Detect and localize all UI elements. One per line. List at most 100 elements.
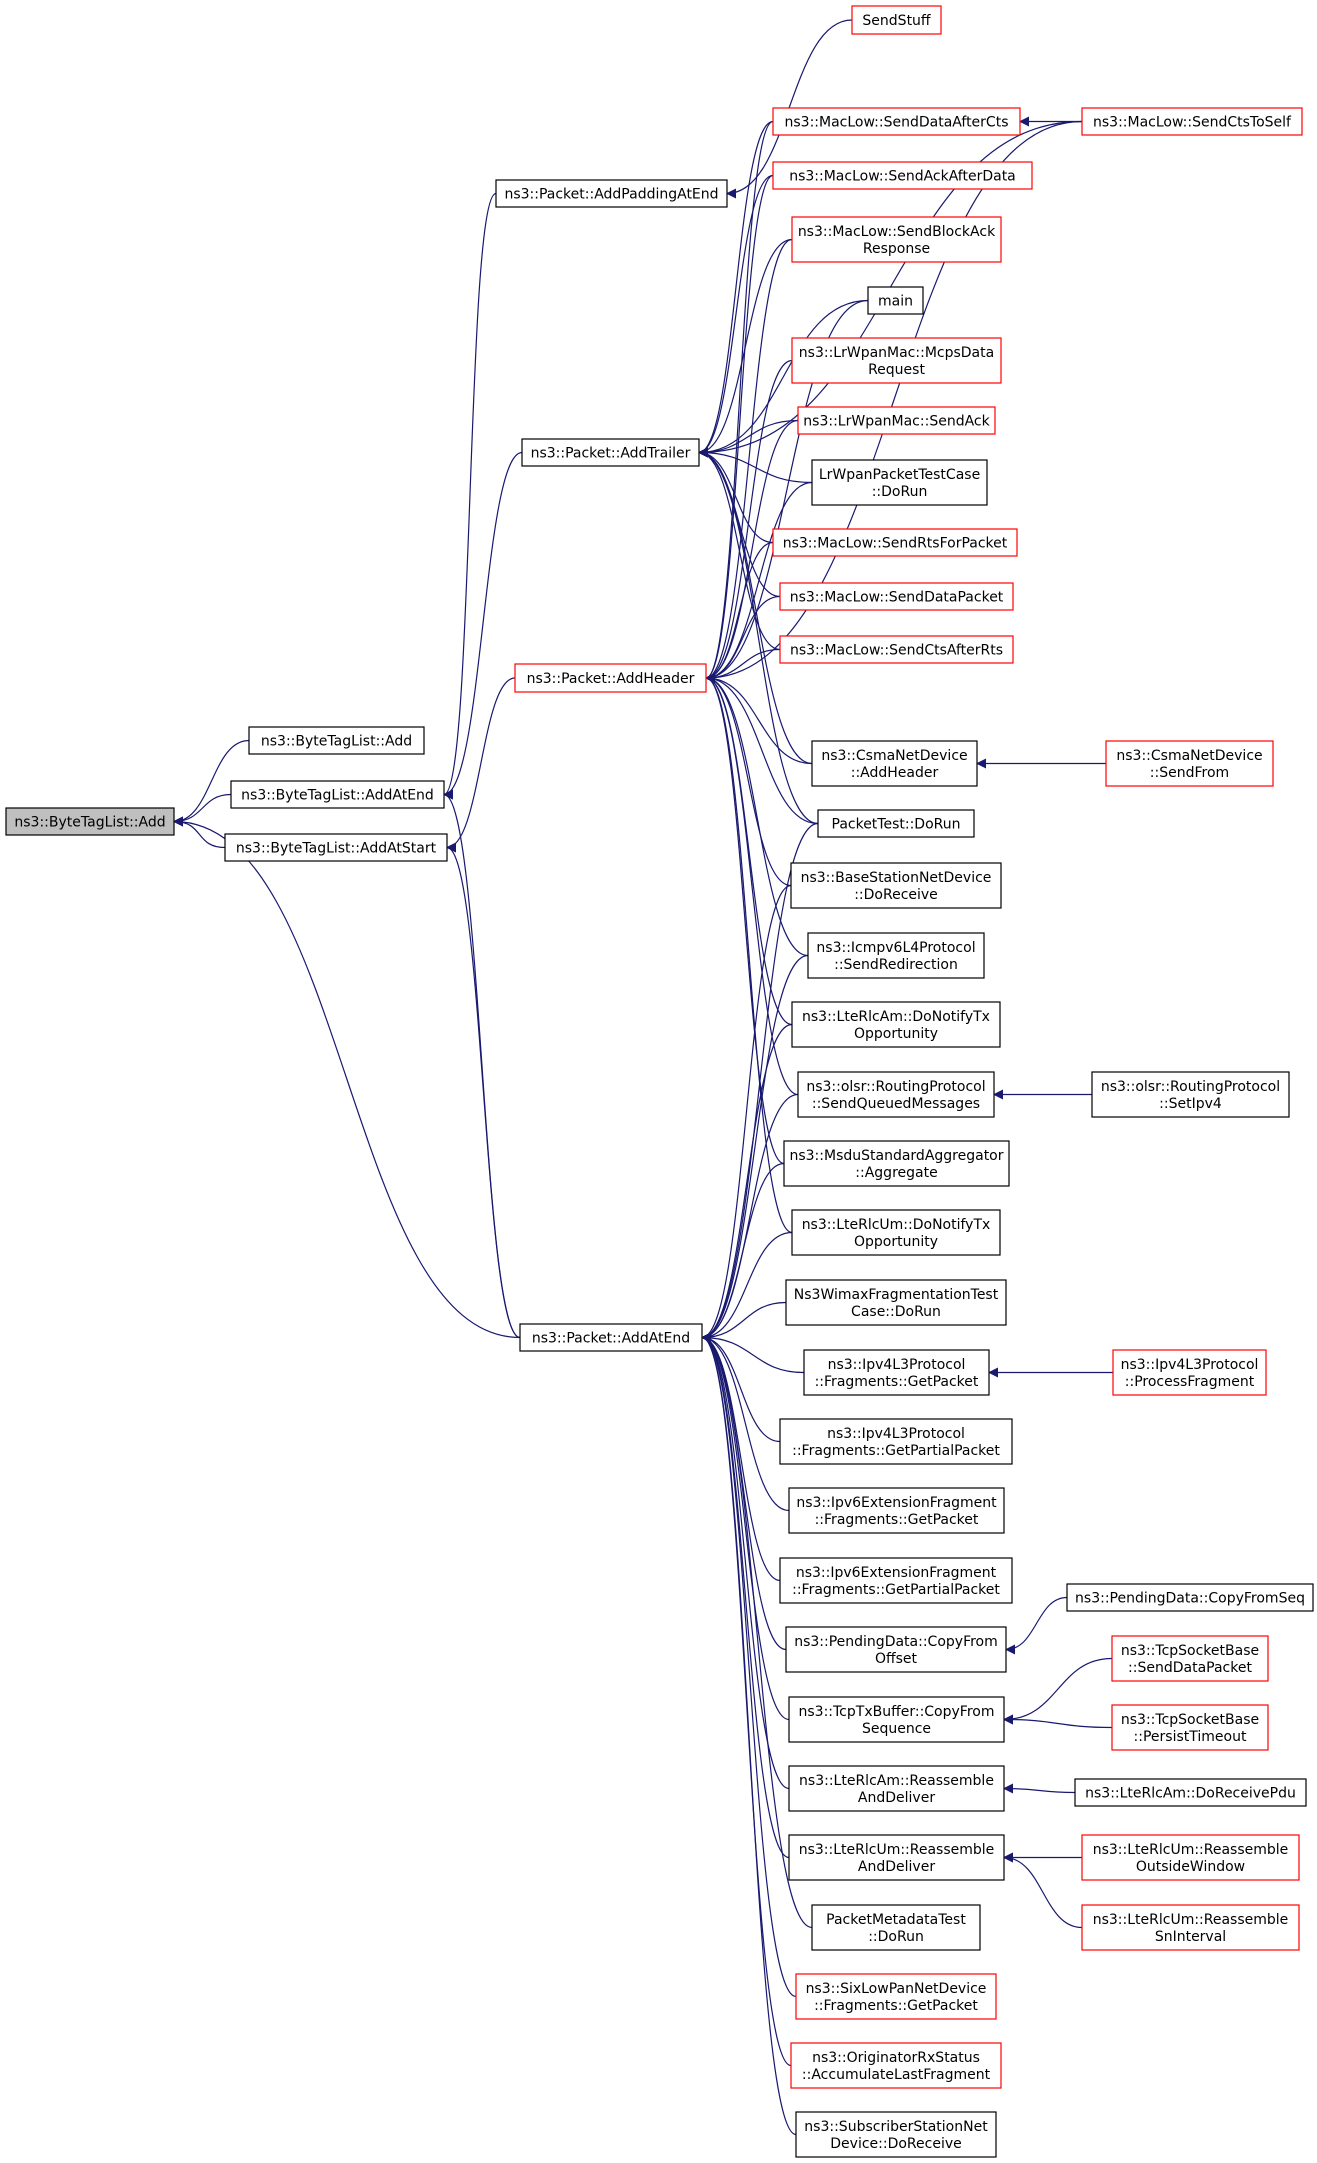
node-label-line: ::PersistTimeout bbox=[1134, 1729, 1247, 1745]
node-pm_test[interactable]: PacketMetadataTest::DoRun bbox=[811, 1904, 981, 1951]
edge-rlcum_notify-to-p_addheader bbox=[705, 673, 793, 1234]
node-box bbox=[788, 1765, 1005, 1812]
node-main[interactable]: main bbox=[867, 286, 924, 315]
node-ml_sendctsafterrts[interactable]: ns3::MacLow::SendCtsAfterRts bbox=[779, 635, 1014, 664]
node-p_addtrailer[interactable]: ns3::Packet::AddTrailer bbox=[521, 438, 700, 467]
node-label-line: ::AccumulateLastFragment bbox=[802, 2067, 991, 2083]
node-box bbox=[788, 1696, 1005, 1743]
node-box bbox=[803, 1349, 990, 1396]
node-label-line: ns3::LrWpanMac::SendAck bbox=[803, 414, 990, 430]
node-p_addatend[interactable]: ns3::Packet::AddAtEnd bbox=[519, 1323, 703, 1352]
node-label-line: ns3::LteRlcAm::DoNotifyTx bbox=[802, 1009, 990, 1025]
node-tcp_senddatapacket[interactable]: ns3::TcpSocketBase::SendDataPacket bbox=[1111, 1635, 1269, 1682]
node-ipv4_processfrag[interactable]: ns3::Ipv4L3Protocol::ProcessFragment bbox=[1112, 1349, 1267, 1396]
node-csma_addheader[interactable]: ns3::CsmaNetDevice::AddHeader bbox=[811, 740, 978, 787]
node-ipv4_getpacket[interactable]: ns3::Ipv4L3Protocol::Fragments::GetPacke… bbox=[803, 1349, 990, 1396]
node-rlcam_doreceivepdu[interactable]: ns3::LteRlcAm::DoReceivePdu bbox=[1074, 1778, 1307, 1807]
node-packettest[interactable]: PacketTest::DoRun bbox=[817, 809, 975, 838]
node-label-line: ns3::olsr::RoutingProtocol bbox=[1101, 1079, 1280, 1095]
node-lr_sendack[interactable]: ns3::LrWpanMac::SendAck bbox=[797, 406, 996, 435]
node-label-line: ns3::ByteTagList::AddAtStart bbox=[236, 841, 437, 857]
node-label-line: ns3::LteRlcUm::Reassemble bbox=[1093, 1912, 1289, 1928]
node-box bbox=[772, 528, 1018, 557]
edge-rlcam_notify-to-p_addatend bbox=[701, 1023, 793, 1343]
node-ml_sendrts[interactable]: ns3::MacLow::SendRtsForPacket bbox=[772, 528, 1018, 557]
node-box bbox=[795, 2111, 997, 2158]
node-lr_testcase[interactable]: LrWpanPacketTestCase::DoRun bbox=[811, 459, 988, 506]
node-label-line: ::SendQueuedMessages bbox=[812, 1096, 980, 1112]
node-olsr_sendqueued[interactable]: ns3::olsr::RoutingProtocol::SendQueuedMe… bbox=[797, 1071, 995, 1118]
edge-ipv4_getpacket-to-p_addatend bbox=[701, 1332, 805, 1374]
node-btl_addatstart[interactable]: ns3::ByteTagList::AddAtStart bbox=[224, 833, 448, 862]
node-label-line: ns3::MacLow::SendAckAfterData bbox=[789, 169, 1016, 185]
node-label-line: ns3::MsduStandardAggregator bbox=[789, 1148, 1003, 1164]
node-btl_add[interactable]: ns3::ByteTagList::Add bbox=[248, 726, 425, 755]
node-label-line: ::DoRun bbox=[872, 484, 928, 500]
node-sendstuff[interactable]: SendStuff bbox=[851, 5, 942, 35]
node-box bbox=[788, 1834, 1005, 1881]
node-ml_senddatapacket[interactable]: ns3::MacLow::SendDataPacket bbox=[779, 582, 1014, 611]
node-csma_sendfrom[interactable]: ns3::CsmaNetDevice::SendFrom bbox=[1105, 740, 1274, 787]
node-icmp_sendredir[interactable]: ns3::Icmpv6L4Protocol::SendRedirection bbox=[807, 932, 985, 979]
node-label-line: OutsideWindow bbox=[1136, 1859, 1245, 1875]
node-ml_sendctstoself[interactable]: ns3::MacLow::SendCtsToSelf bbox=[1081, 107, 1303, 136]
node-label-line: ns3::MacLow::SendCtsToSelf bbox=[1093, 115, 1292, 131]
node-box bbox=[5, 807, 175, 836]
edge-rlcum_notify-to-p_addatend bbox=[701, 1231, 793, 1343]
node-label-line: ::Fragments::GetPacket bbox=[814, 1998, 978, 2014]
edge-ml_senddataaftercts-to-p_addtrailer bbox=[698, 120, 774, 458]
node-label-line: ::SendRedirection bbox=[834, 957, 958, 973]
node-label-line: ns3::Packet::AddHeader bbox=[527, 671, 695, 687]
node-label-line: ns3::LteRlcUm::Reassemble bbox=[1093, 1842, 1289, 1858]
edge-p_addpadding-to-btl_addatend bbox=[443, 192, 497, 800]
node-ipv6_getpacket[interactable]: ns3::Ipv6ExtensionFragment::Fragments::G… bbox=[788, 1487, 1005, 1534]
edge-packettest-to-p_addtrailer bbox=[698, 447, 819, 825]
node-label-line: ns3::ByteTagList::Add bbox=[14, 815, 165, 831]
node-box bbox=[791, 337, 1002, 384]
node-ml_sendackafterdata[interactable]: ns3::MacLow::SendAckAfterData bbox=[772, 161, 1033, 190]
node-msdu_aggregate[interactable]: ns3::MsduStandardAggregator::Aggregate bbox=[783, 1140, 1010, 1187]
node-box bbox=[772, 107, 1021, 136]
node-ipv4_getpartial[interactable]: ns3::Ipv4L3Protocol::Fragments::GetParti… bbox=[779, 1418, 1013, 1465]
node-btl_addatend[interactable]: ns3::ByteTagList::AddAtEnd bbox=[230, 780, 445, 809]
node-label-line: ns3::CsmaNetDevice bbox=[1116, 748, 1262, 764]
node-box bbox=[519, 1323, 703, 1352]
node-label-line: ns3::TcpSocketBase bbox=[1121, 1643, 1259, 1659]
node-tcp_persist[interactable]: ns3::TcpSocketBase::PersistTimeout bbox=[1111, 1704, 1269, 1751]
node-label-line: ns3::TcpTxBuffer::CopyFrom bbox=[799, 1704, 995, 1720]
node-p_addheader[interactable]: ns3::Packet::AddHeader bbox=[514, 663, 707, 693]
node-olsr_setipv4[interactable]: ns3::olsr::RoutingProtocol::SetIpv4 bbox=[1091, 1071, 1290, 1118]
node-ss_doreceive[interactable]: ns3::SubscriberStationNetDevice::DoRecei… bbox=[795, 2111, 997, 2158]
node-label-line: ::Fragments::GetPartialPacket bbox=[792, 1582, 1000, 1598]
node-box bbox=[783, 1140, 1010, 1187]
node-box bbox=[788, 1487, 1005, 1534]
node-p_addpadding[interactable]: ns3::Packet::AddPaddingAtEnd bbox=[495, 179, 728, 208]
node-pd_copyfromseq[interactable]: ns3::PendingData::CopyFromSeq bbox=[1066, 1583, 1314, 1612]
edge-ml_sendctstoself-to-p_addheader bbox=[705, 120, 1083, 683]
edge-p_addtrailer-to-btl_addatend bbox=[443, 451, 523, 800]
node-layer: ns3::ByteTagList::Addns3::ByteTagList::A… bbox=[5, 5, 1314, 2158]
node-orig_accumulate[interactable]: ns3::OriginatorRxStatus::AccumulateLastF… bbox=[790, 2042, 1002, 2089]
node-ipv6_getpartial[interactable]: ns3::Ipv6ExtensionFragment::Fragments::G… bbox=[779, 1557, 1013, 1604]
node-sixlowpan_getpacket[interactable]: ns3::SixLowPanNetDevice::Fragments::GetP… bbox=[795, 1973, 997, 2020]
node-label-line: ns3::SixLowPanNetDevice bbox=[806, 1981, 987, 1997]
node-ml_senddataaftercts[interactable]: ns3::MacLow::SendDataAfterCts bbox=[772, 107, 1021, 136]
node-label-line: Opportunity bbox=[854, 1026, 938, 1042]
node-bs_doreceive[interactable]: ns3::BaseStationNetDevice::DoReceive bbox=[790, 862, 1002, 909]
node-label-line: ns3::olsr::RoutingProtocol bbox=[806, 1079, 985, 1095]
node-label-line: Sequence bbox=[862, 1721, 931, 1737]
node-root[interactable]: ns3::ByteTagList::Add bbox=[5, 807, 175, 836]
node-label-line: ::SetIpv4 bbox=[1159, 1096, 1222, 1112]
node-box bbox=[795, 1973, 997, 2020]
